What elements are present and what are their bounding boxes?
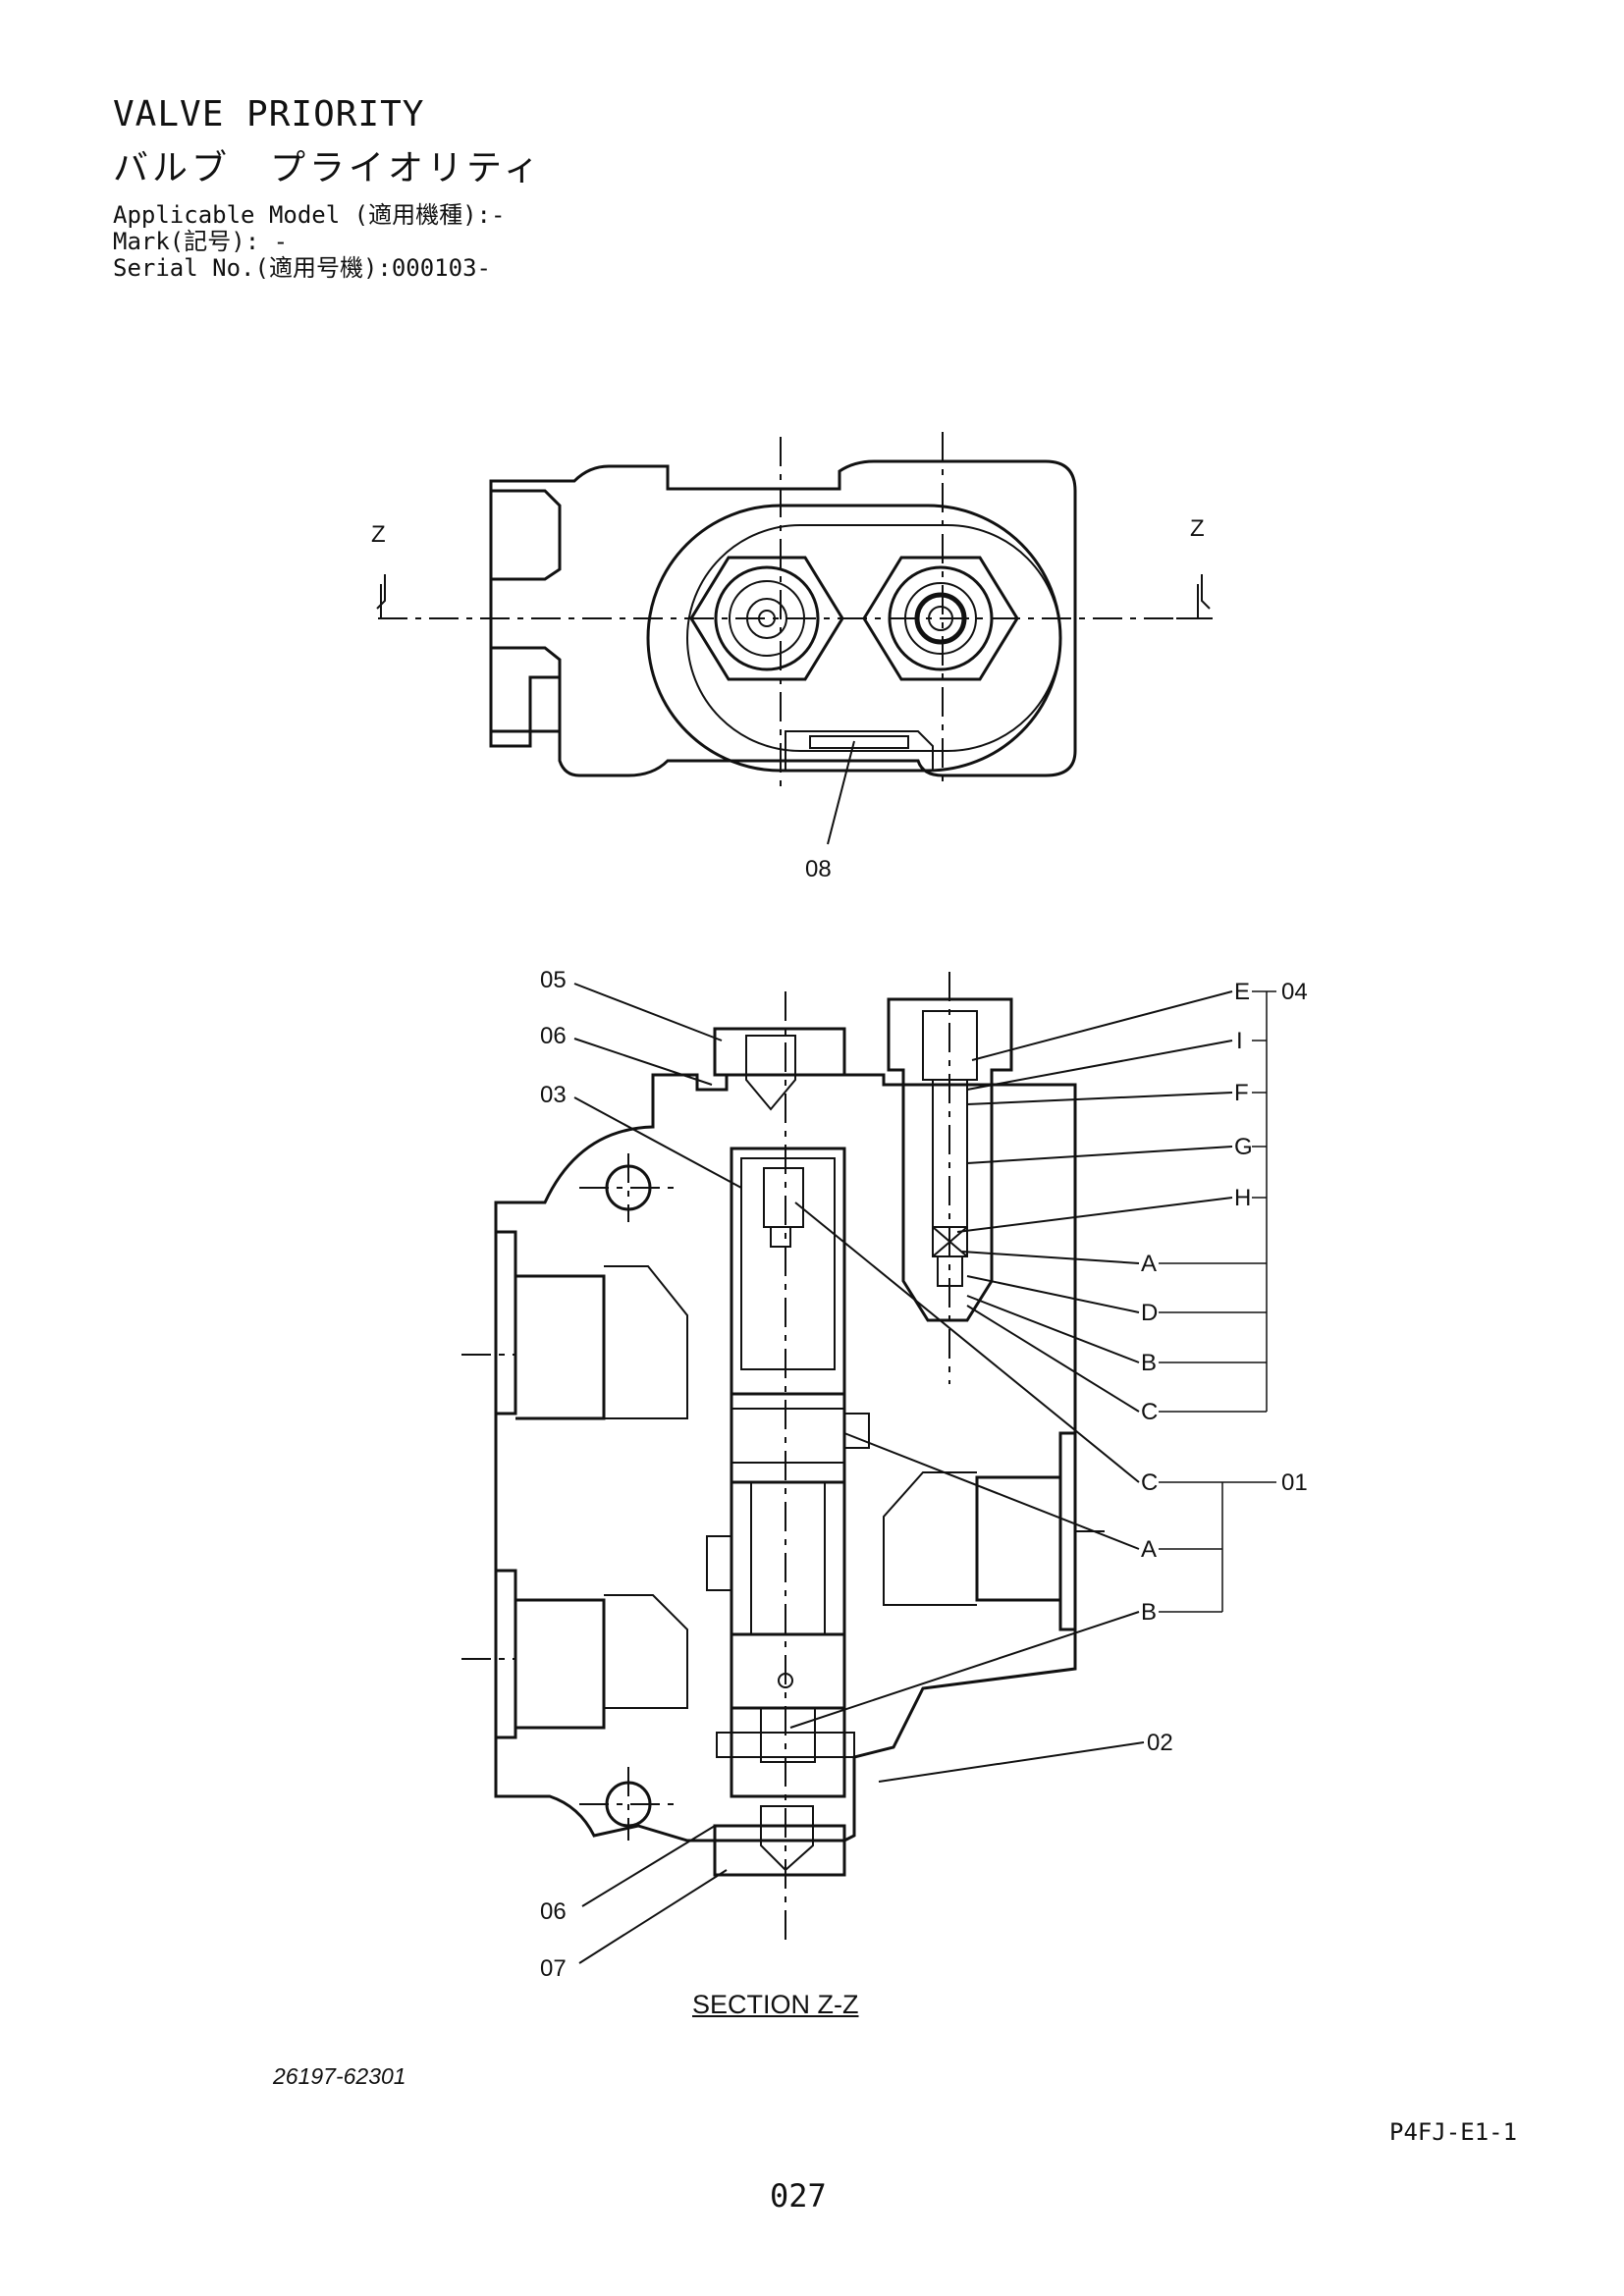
callout-05: 05 — [540, 967, 567, 993]
top-view — [489, 459, 1077, 777]
serial-number: Serial No.(適用号機):000103- — [113, 254, 491, 282]
section-markers — [376, 574, 1211, 619]
callout-06-top: 06 — [540, 1023, 567, 1049]
callout-c-upper: C — [1141, 1399, 1158, 1425]
callout-02: 02 — [1147, 1730, 1173, 1756]
callout-c-lower: C — [1141, 1469, 1158, 1496]
section-mark-z-left: Z — [371, 521, 386, 548]
callout-08: 08 — [805, 856, 832, 882]
callout-a-upper: A — [1141, 1251, 1157, 1277]
group-brackets — [1159, 990, 1276, 1613]
applicable-model: Applicable Model (適用機種):- — [113, 201, 506, 229]
section-title: SECTION Z-Z — [692, 1990, 859, 2019]
section-view-centerlines — [461, 972, 1110, 1944]
part-number: 26197-62301 — [273, 2063, 406, 2089]
leader-08 — [827, 740, 855, 845]
callout-g: G — [1234, 1134, 1253, 1160]
callout-b-lower: B — [1141, 1599, 1157, 1626]
callout-i: I — [1236, 1028, 1243, 1054]
callout-e: E — [1234, 979, 1250, 1005]
title-japanese: バルブ プライオリティ — [113, 148, 543, 188]
callout-d: D — [1141, 1300, 1158, 1326]
leaders-right — [789, 990, 1233, 1783]
callout-b-upper: B — [1141, 1350, 1157, 1376]
callout-a-lower: A — [1141, 1536, 1157, 1563]
callout-03: 03 — [540, 1082, 567, 1108]
drawing-code: P4FJ-E1-1 — [1389, 2118, 1518, 2146]
callout-07: 07 — [540, 1955, 567, 1982]
mark: Mark(記号): - — [113, 228, 289, 255]
title-english: VALVE PRIORITY — [113, 94, 425, 134]
group-label-01: 01 — [1281, 1469, 1308, 1496]
page-number: 027 — [770, 2177, 827, 2215]
top-view-centerlines — [378, 432, 1213, 790]
callout-f: F — [1234, 1080, 1249, 1106]
section-mark-z-right: Z — [1190, 515, 1205, 542]
leaders-left — [573, 983, 742, 1964]
callout-06-bottom: 06 — [540, 1898, 567, 1925]
group-label-04: 04 — [1281, 979, 1308, 1005]
callout-h: H — [1234, 1185, 1251, 1211]
